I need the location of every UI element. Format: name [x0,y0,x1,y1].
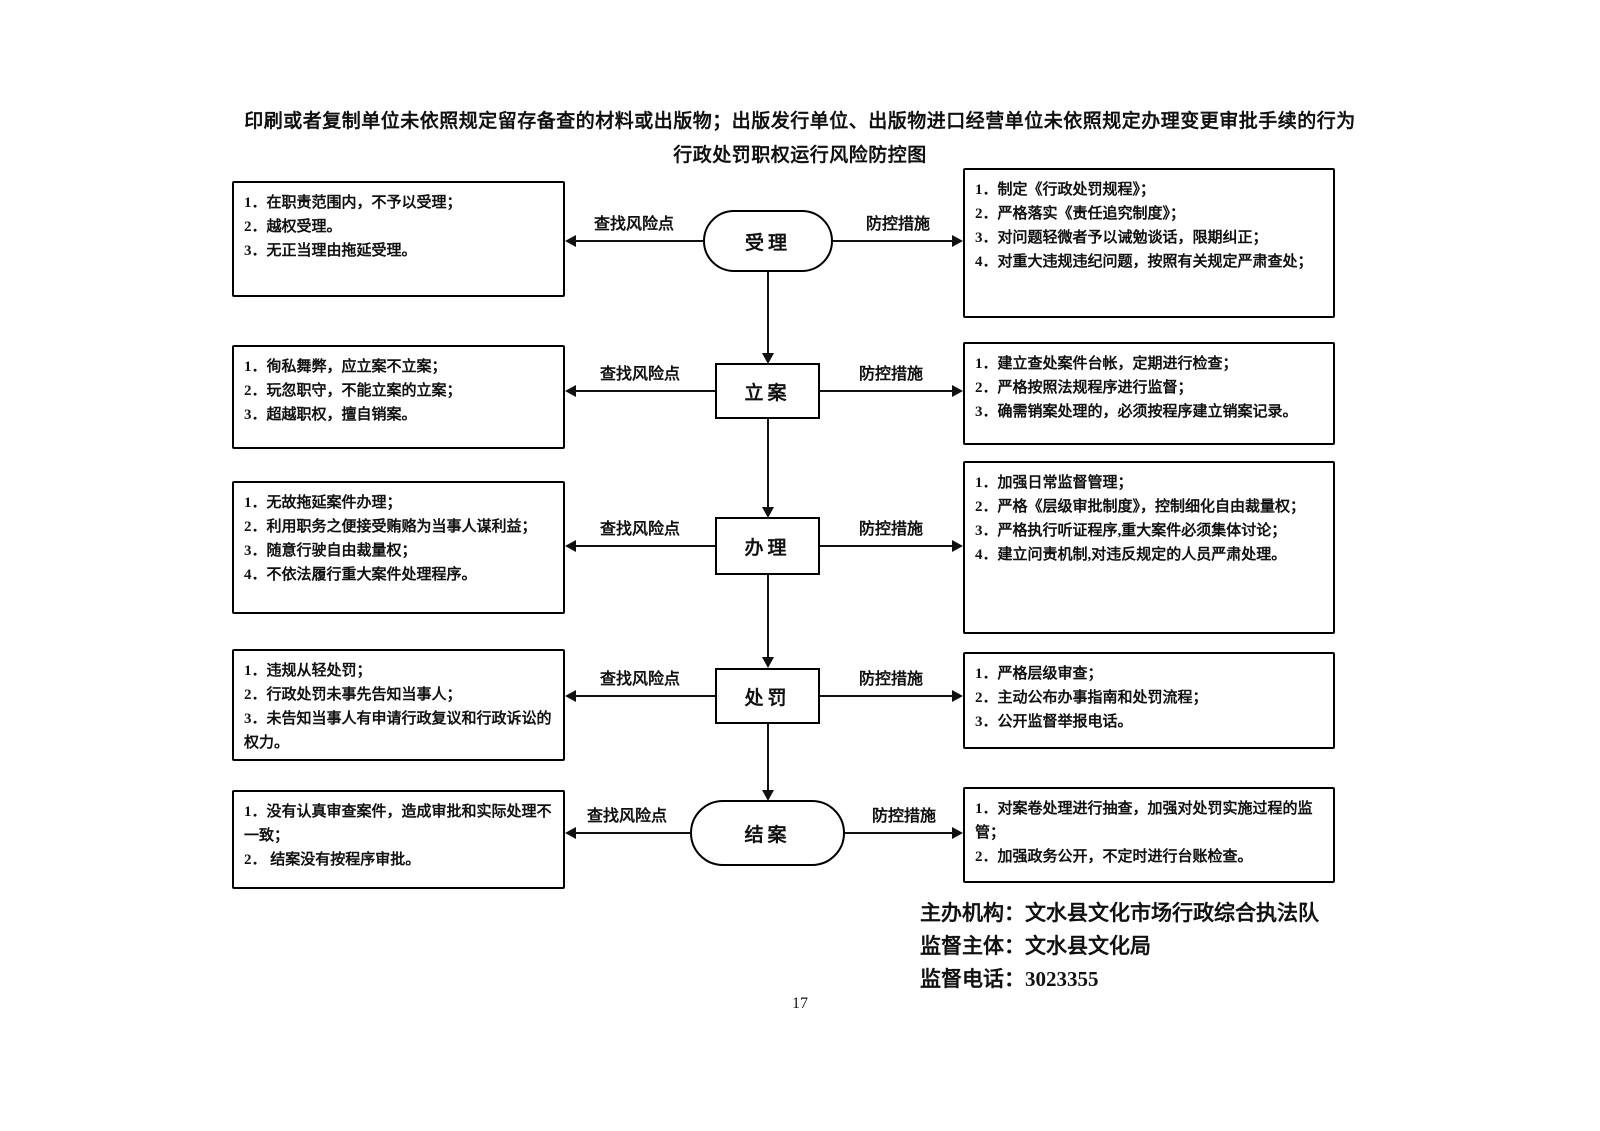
footer-supervisor: 监督主体：文水县文化局 [920,934,1151,958]
arrowhead-left-icon [565,690,576,702]
arrow-line [575,545,715,547]
arrowhead-down-icon [762,657,774,668]
risk-box-accept: 1．在职责范围内，不予以受理； 2．越权受理。 3．无正当理由拖延受理。 [232,181,565,297]
arrowhead-right-icon [952,540,963,552]
arrow-line [833,240,953,242]
risk-label: 查找风险点 [586,808,667,825]
node-close: 结案 [690,800,845,866]
risk-label: 查找风险点 [599,366,680,383]
page-number: 17 [792,995,808,1012]
node-file: 立案 [715,363,820,419]
arrow-line [575,240,703,242]
node-punish: 处罚 [715,668,820,724]
arrow-line [820,545,953,547]
footer-info: 主办机构：文水县文化市场行政综合执法队 监督主体：文水县文化局 监督电话：302… [920,897,1319,996]
arrowhead-down-icon [762,507,774,518]
arrowhead-left-icon [565,385,576,397]
control-label: 防控措施 [871,808,936,825]
arrow-line [575,832,690,834]
arrow-line [575,390,715,392]
control-label: 防控措施 [858,671,923,688]
title-line-1: 印刷或者复制单位未依照规定留存备查的材料或出版物；出版发行单位、出版物进口经营单… [244,111,1356,132]
control-box-punish: 1．严格层级审查； 2．主动公布办事指南和处罚流程； 3．公开监督举报电话。 [963,652,1335,749]
arrowhead-down-icon [762,353,774,364]
risk-label: 查找风险点 [599,671,680,688]
control-box-accept: 1．制定《行政处罚规程》； 2．严格落实《责任追究制度》； 3．对问题轻微者予以… [963,168,1335,318]
connector-line [767,724,769,792]
control-box-file: 1．建立查处案件台帐，定期进行检查； 2．严格按照法规程序进行监督； 3．确需销… [963,342,1335,445]
risk-box-punish: 1．违规从轻处罚； 2．行政处罚未事先告知当事人； 3．未告知当事人有申请行政复… [232,649,565,761]
arrowhead-right-icon [952,690,963,702]
arrow-line [820,390,953,392]
control-label: 防控措施 [865,216,930,233]
connector-line [767,419,769,509]
arrowhead-left-icon [565,540,576,552]
risk-label: 查找风险点 [593,216,674,233]
connector-line [767,272,769,355]
risk-box-handle: 1．无故拖延案件办理； 2．利用职务之便接受贿赂为当事人谋利益； 3．随意行驶自… [232,481,565,614]
arrowhead-right-icon [952,827,963,839]
arrowhead-left-icon [565,827,576,839]
arrowhead-right-icon [952,235,963,247]
footer-phone: 监督电话：3023355 [920,967,1099,991]
risk-box-file: 1．徇私舞弊，应立案不立案； 2．玩忽职守，不能立案的立案； 3．超越职权，擅自… [232,345,565,449]
arrow-line [845,832,953,834]
control-box-handle: 1．加强日常监督管理； 2．严格《层级审批制度》，控制细化自由裁量权； 3．严格… [963,461,1335,634]
node-handle: 办理 [715,517,820,575]
footer-agency: 主办机构：文水县文化市场行政综合执法队 [920,901,1319,925]
connector-line [767,575,769,659]
risk-box-close: 1．没有认真审查案件，造成审批和实际处理不一致； 2． 结案没有按程序审批。 [232,790,565,889]
arrowhead-left-icon [565,235,576,247]
risk-label: 查找风险点 [599,521,680,538]
arrowhead-right-icon [952,385,963,397]
arrowhead-down-icon [762,790,774,801]
control-label: 防控措施 [858,366,923,383]
control-label: 防控措施 [858,521,923,538]
control-box-close: 1．对案卷处理进行抽查，加强对处罚实施过程的监管； 2．加强政务公开，不定时进行… [963,787,1335,883]
arrow-line [820,695,953,697]
title-line-2: 行政处罚职权运行风险防控图 [673,145,927,166]
arrow-line [575,695,715,697]
node-accept: 受理 [703,210,833,272]
